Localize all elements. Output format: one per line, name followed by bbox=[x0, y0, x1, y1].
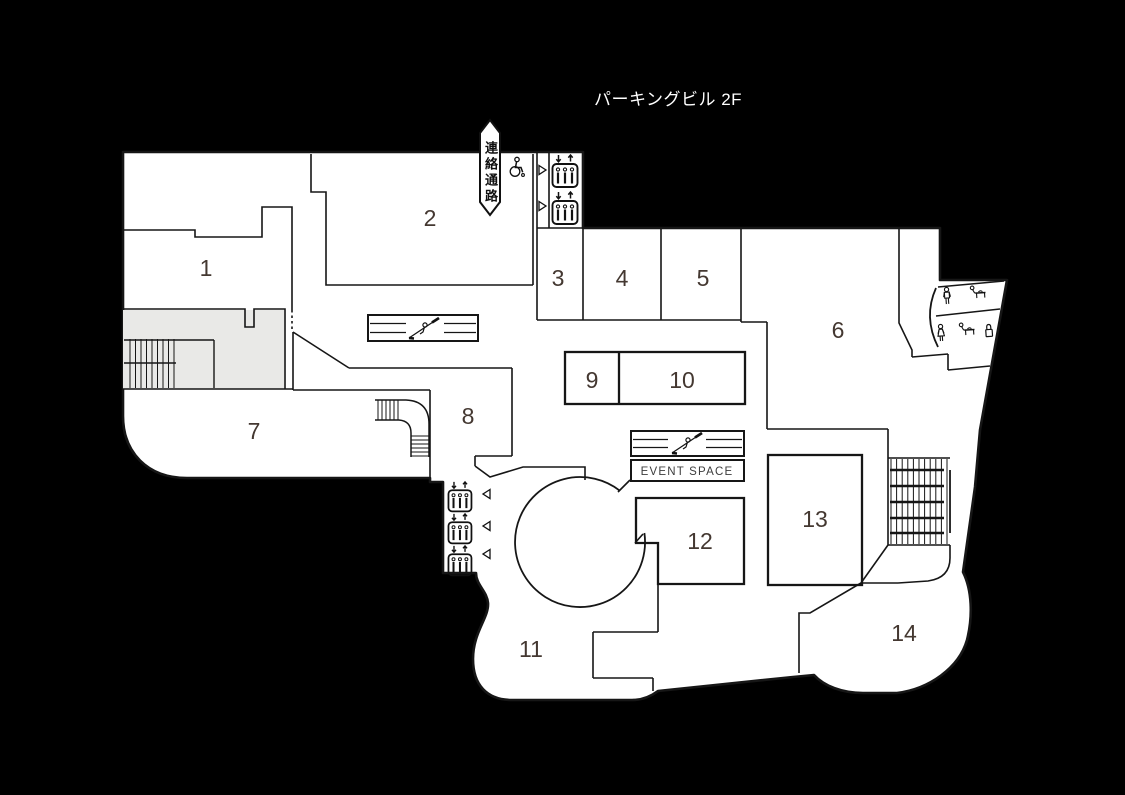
triangle-left-icon bbox=[481, 488, 491, 560]
room-label-9: 9 bbox=[586, 367, 599, 393]
page-title: パーキングビル 2F bbox=[594, 90, 743, 109]
escalator-upper bbox=[367, 314, 479, 342]
room-label-2: 2 bbox=[424, 205, 437, 231]
elevator-bank-top bbox=[538, 153, 579, 226]
room-label-6: 6 bbox=[832, 317, 845, 343]
room-label-12: 12 bbox=[687, 528, 713, 554]
floor-outline bbox=[121, 150, 1009, 702]
stairs-l-shaped bbox=[375, 399, 430, 457]
room-label-14: 14 bbox=[891, 620, 917, 646]
escalator-lower bbox=[630, 430, 745, 457]
stairwell-upper-left-area bbox=[123, 310, 284, 389]
elevator-bank-left bbox=[447, 480, 491, 577]
restroom-entry-arc bbox=[929, 287, 939, 348]
event-space-label: EVENT SPACE bbox=[641, 466, 734, 478]
room-label-11: 11 bbox=[519, 636, 543, 662]
room-label-1: 1 bbox=[200, 255, 213, 281]
room-label-8: 8 bbox=[462, 403, 475, 429]
room-13-box bbox=[766, 453, 864, 587]
room-label-5: 5 bbox=[697, 265, 710, 291]
interior-walls bbox=[123, 152, 1005, 691]
room-label-13: 13 bbox=[802, 506, 828, 532]
stairs-upper-left bbox=[124, 339, 215, 388]
room-12-box bbox=[634, 496, 746, 586]
room-label-4: 4 bbox=[616, 265, 629, 291]
room-label-3: 3 bbox=[552, 265, 565, 291]
room-label-7: 7 bbox=[248, 418, 261, 444]
room-label-10: 10 bbox=[669, 367, 695, 393]
stairs-right bbox=[888, 457, 951, 546]
atrium-circle bbox=[514, 476, 646, 608]
event-space-box bbox=[630, 459, 745, 482]
corridor-sign-label: 連絡通路 bbox=[483, 141, 498, 205]
corridor-sign-banner bbox=[479, 118, 501, 217]
room-boxes bbox=[563, 350, 864, 587]
room-9-10-box bbox=[563, 350, 747, 406]
triangle-right-icon bbox=[538, 164, 548, 212]
